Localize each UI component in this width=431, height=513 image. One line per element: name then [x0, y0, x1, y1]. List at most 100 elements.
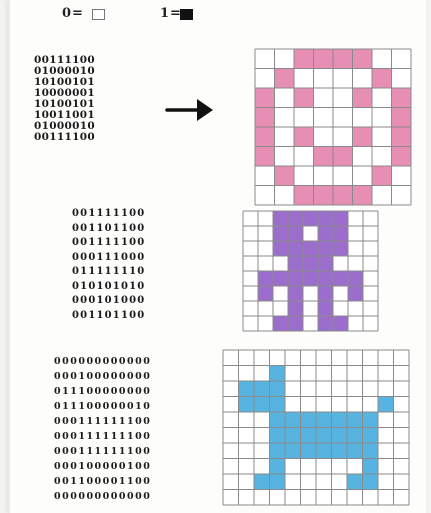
filled-cell — [254, 474, 270, 490]
binary-row: 10100101 — [34, 77, 95, 88]
filled-cell — [363, 474, 379, 490]
binary-row: 000000000000 — [54, 489, 151, 504]
filled-cell — [294, 127, 314, 147]
filled-cell — [273, 226, 288, 241]
binary-row: 01000010 — [34, 66, 95, 77]
filled-cell — [332, 443, 348, 459]
filled-cell — [348, 271, 363, 286]
right-arrow-icon — [165, 96, 215, 124]
filled-cell — [316, 443, 332, 459]
filled-cell — [288, 316, 303, 331]
filled-cell — [363, 428, 379, 444]
filled-cell — [239, 381, 255, 397]
filled-cell — [275, 166, 295, 186]
filled-cell — [254, 397, 270, 413]
filled-cell — [314, 49, 334, 69]
filled-cell — [316, 428, 332, 444]
binary-row: 001100001100 — [54, 474, 151, 489]
filled-cell — [255, 108, 275, 128]
filled-cell — [333, 147, 353, 167]
filled-cell — [301, 412, 317, 428]
filled-cell — [392, 108, 412, 128]
filled-cell — [288, 211, 303, 226]
filled-cell — [270, 412, 286, 428]
binary-row: 10100101 — [34, 99, 95, 110]
filled-cell — [363, 459, 379, 475]
filled-cell — [270, 459, 286, 475]
filled-cell — [318, 226, 333, 241]
filled-cell — [270, 443, 286, 459]
binary-row: 011100000010 — [54, 399, 151, 414]
filled-cell — [273, 241, 288, 256]
binary-row: 000100000000 — [54, 369, 151, 384]
pixel-grid-robot — [242, 210, 379, 332]
filled-cell — [347, 443, 363, 459]
legend-empty-square — [92, 9, 105, 20]
binary-row: 00111100 — [34, 132, 95, 143]
filled-cell — [347, 428, 363, 444]
filled-cell — [273, 316, 288, 331]
filled-cell — [301, 443, 317, 459]
filled-cell — [333, 186, 353, 206]
filled-cell — [392, 147, 412, 167]
filled-cell — [255, 147, 275, 167]
filled-cell — [288, 226, 303, 241]
binary-row: 000111000 — [72, 251, 145, 266]
filled-cell — [332, 412, 348, 428]
filled-cell — [294, 88, 314, 108]
filled-cell — [270, 381, 286, 397]
binary-row: 011111110 — [72, 265, 145, 280]
filled-cell — [239, 397, 255, 413]
filled-cell — [318, 211, 333, 226]
filled-cell — [255, 88, 275, 108]
filled-cell — [270, 428, 286, 444]
filled-cell — [303, 241, 318, 256]
filled-cell — [288, 241, 303, 256]
binary-row: 000111111100 — [54, 429, 151, 444]
binary-row: 000100000100 — [54, 459, 151, 474]
binary-row: 010101010 — [72, 280, 145, 295]
filled-cell — [333, 271, 348, 286]
binary-row: 000000000000 — [54, 354, 151, 369]
filled-cell — [318, 271, 333, 286]
filled-cell — [273, 271, 288, 286]
filled-cell — [347, 412, 363, 428]
filled-cell — [314, 147, 334, 167]
filled-cell — [353, 88, 373, 108]
filled-cell — [348, 286, 363, 301]
binary-row: 001101100 — [72, 309, 145, 324]
filled-cell — [255, 127, 275, 147]
filled-cell — [318, 286, 333, 301]
filled-cell — [353, 127, 373, 147]
pixel-grid-dog — [222, 349, 410, 506]
filled-cell — [285, 412, 301, 428]
filled-cell — [333, 49, 353, 69]
filled-cell — [288, 286, 303, 301]
filled-cell — [333, 211, 348, 226]
binary-row: 00111100 — [34, 55, 95, 66]
filled-cell — [303, 271, 318, 286]
binary-row: 001111100 — [72, 207, 145, 222]
filled-cell — [294, 186, 314, 206]
filled-cell — [254, 381, 270, 397]
filled-cell — [285, 428, 301, 444]
legend-zero-label: 0= — [62, 6, 84, 21]
legend-one-label: 1= — [160, 6, 182, 21]
filled-cell — [332, 428, 348, 444]
filled-cell — [275, 69, 295, 89]
filled-cell — [270, 397, 286, 413]
filled-cell — [318, 256, 333, 271]
filled-cell — [270, 474, 286, 490]
filled-cell — [363, 412, 379, 428]
binary-row: 000111111100 — [54, 414, 151, 429]
filled-cell — [288, 256, 303, 271]
binary-row: 011100000000 — [54, 384, 151, 399]
binary-row: 000101000 — [72, 294, 145, 309]
filled-cell — [353, 49, 373, 69]
filled-cell — [258, 271, 273, 286]
binary-row: 10011001 — [34, 110, 95, 121]
filled-cell — [314, 186, 334, 206]
